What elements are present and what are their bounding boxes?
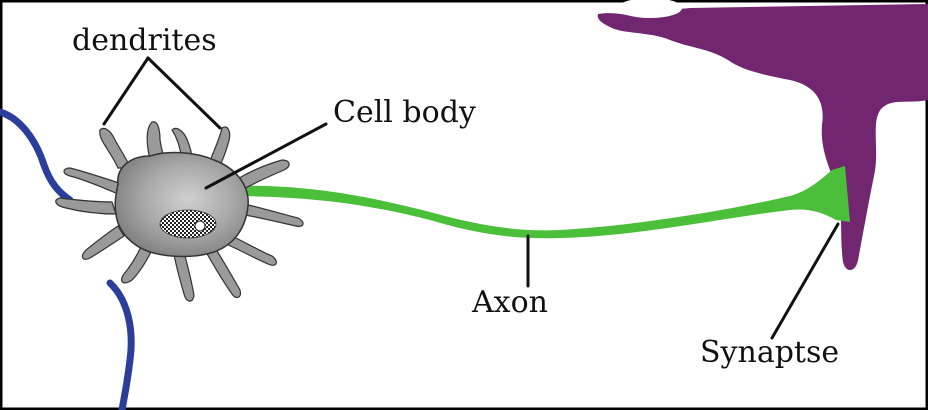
dendrite-left-upper bbox=[64, 168, 122, 194]
dendrite-bottom bbox=[174, 252, 194, 301]
nucleolus bbox=[195, 221, 205, 231]
leader-dendrites-left bbox=[104, 58, 148, 124]
dendrite-left bbox=[56, 198, 116, 214]
nucleus bbox=[160, 210, 216, 238]
neighbor-neuron-lower bbox=[110, 283, 131, 410]
label-dendrites: dendrites bbox=[72, 26, 217, 56]
dendrite-left-lower bbox=[83, 226, 124, 259]
neighbor-neuron-upper bbox=[0, 112, 70, 200]
leader-dendrites-right bbox=[148, 58, 220, 128]
label-axon: Axon bbox=[472, 288, 548, 318]
dendrite-top-left bbox=[100, 128, 130, 168]
axon-shape bbox=[226, 166, 850, 238]
label-synapse: Synaptse bbox=[700, 338, 839, 368]
dendrite-bottom-right bbox=[206, 246, 240, 297]
dendrite-right bbox=[240, 204, 303, 226]
cell-body-shape bbox=[115, 153, 248, 257]
label-cell-body: Cell body bbox=[333, 98, 476, 128]
leader-synapse bbox=[772, 224, 838, 338]
